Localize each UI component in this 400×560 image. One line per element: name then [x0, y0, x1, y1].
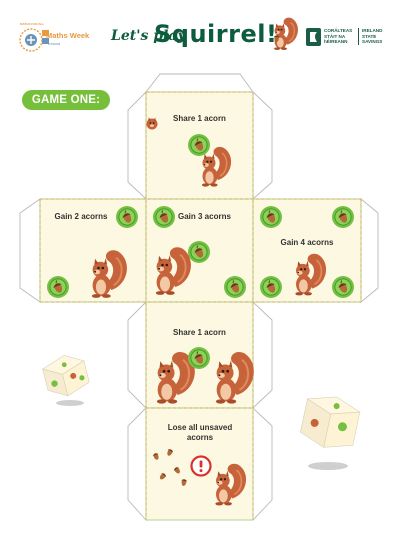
face-top-art [146, 117, 232, 188]
page-title: Squirrel! [154, 20, 278, 48]
lets-play-text: Let's play [111, 28, 186, 44]
fold-lines [39, 91, 362, 520]
peeking-squirrel-icon [146, 117, 158, 130]
face-bottom-art [152, 448, 247, 507]
acorn-icon [152, 205, 176, 229]
acorn-icon [331, 275, 355, 299]
dice-net-tabs [19, 73, 379, 522]
acorn-icon [115, 205, 139, 229]
face-top-label: Share 1 acorn [173, 114, 226, 123]
header: Maths Week Ireland MATHS FOR ALL Let's p… [0, 0, 400, 70]
face-left-label: Gain 2 acorns [54, 212, 108, 221]
face-lower-label: Share 1 acorn [173, 328, 226, 337]
dice-icon [300, 396, 361, 470]
maths-week-name: Maths Week [46, 31, 90, 40]
maths-week-country: Ireland [48, 41, 61, 46]
state-savings-logo [306, 28, 321, 46]
dice-icon [41, 355, 90, 406]
state-savings-irish: CORÁLTEAS STÁIT NA hÉIREANN [324, 28, 353, 45]
face-center-label: Gain 3 acorns [178, 212, 231, 221]
face-right-label: Gain 4 acorns [280, 238, 334, 247]
maths-week-logo [19, 28, 49, 52]
acorn-icon [223, 275, 247, 299]
acorn-icon [331, 205, 355, 229]
warning-icon [190, 455, 212, 477]
game-one-badge: GAME ONE: [22, 90, 110, 110]
acorn-icon [259, 275, 283, 299]
squirrel-icon [273, 16, 299, 51]
maths-week-ring-text: MATHS FOR ALL [20, 22, 45, 26]
acorn-icon [187, 240, 211, 264]
face-bottom-label: Lose all unsaved acorns [167, 423, 233, 442]
state-savings-english: IRELAND STATE SAVINGS [358, 28, 392, 45]
harp-icon [310, 32, 317, 42]
acorn-icon [187, 346, 211, 370]
acorn-icon [187, 133, 211, 157]
acorn-icon [46, 275, 70, 299]
acorn-icon [259, 205, 283, 229]
